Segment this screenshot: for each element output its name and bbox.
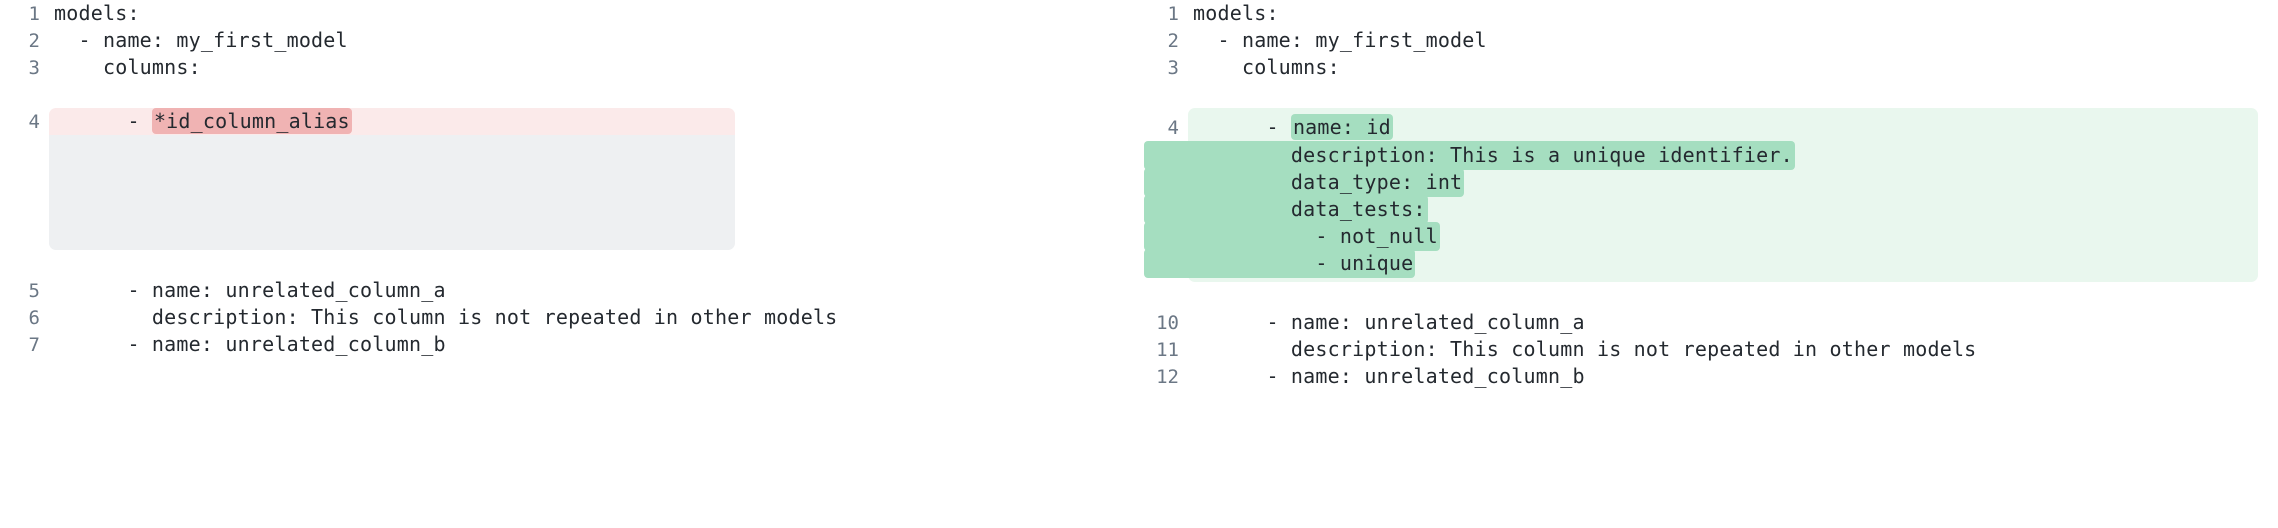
line-content: models: — [1193, 1, 1279, 25]
line-number: 2 — [1167, 30, 1179, 52]
code-line[interactable]: 5 - name: unrelated_column_a — [4, 277, 1139, 304]
line-content: description: This is a unique identifier… — [1144, 141, 2258, 170]
diff-filler-block — [49, 128, 735, 250]
code-line-added[interactable]: 5 description: This is a unique identifi… — [1143, 141, 2258, 170]
line-content: - unique — [1144, 249, 2258, 278]
code-line[interactable]: 12 - name: unrelated_column_b — [1143, 363, 2278, 390]
code-line-added[interactable]: 8 - not_null — [1143, 222, 2258, 251]
added-line-highlight: data_tests: — [1144, 195, 1428, 224]
line-number: 6 — [28, 307, 40, 329]
line-content: columns: — [1193, 55, 1340, 79]
line-content: models: — [54, 1, 140, 25]
line-content: - name: unrelated_column_a — [1193, 310, 1585, 334]
line-number: 4 — [28, 111, 40, 133]
code-line[interactable]: 7 - name: unrelated_column_b — [4, 331, 1139, 358]
line-content: - name: id — [1193, 114, 2258, 141]
code-line[interactable]: 3 columns: — [4, 54, 1139, 81]
block-gap — [4, 81, 1139, 108]
line-content: data_tests: — [1144, 195, 2258, 224]
diff-pane-before: 1 models: 2 - name: my_first_model 3 col… — [4, 0, 1139, 358]
added-line-highlight: description: This is a unique identifier… — [1144, 141, 1795, 170]
removed-word-highlight: *id_column_alias — [151, 108, 352, 134]
line-content: description: This column is not repeated… — [54, 305, 838, 329]
line-number: 4 — [1167, 117, 1179, 139]
code-line[interactable]: 2 - name: my_first_model — [1143, 27, 2278, 54]
code-line[interactable]: 10 - name: unrelated_column_a — [1143, 309, 2278, 336]
code-line-removed[interactable]: 4 - *id_column_alias — [4, 108, 735, 135]
line-number: 1 — [1167, 3, 1179, 25]
diff-pane-after: 1 models: 2 - name: my_first_model 3 col… — [1139, 0, 2278, 528]
line-content: data_type: int — [1144, 168, 2258, 197]
line-number: 10 — [1156, 312, 1179, 334]
line-number: 5 — [28, 280, 40, 302]
code-line-added[interactable]: 6 data_type: int — [1143, 168, 2258, 197]
line-content: - name: my_first_model — [1193, 28, 1487, 52]
code-line[interactable]: 1 models: — [1143, 0, 2278, 27]
code-line-added[interactable]: 4 - name: id — [1143, 114, 2258, 141]
line-content: - name: unrelated_column_b — [54, 332, 446, 356]
line-number: 12 — [1156, 366, 1179, 388]
added-line-highlight: - unique — [1144, 249, 1416, 278]
block-gap — [1143, 282, 2278, 309]
diff-block-removed: 4 - *id_column_alias — [29, 108, 735, 135]
code-line[interactable]: 2 - name: my_first_model — [4, 27, 1139, 54]
line-number: 2 — [28, 30, 40, 52]
line-content: columns: — [54, 55, 201, 79]
line-content: - name: unrelated_column_a — [54, 278, 446, 302]
block-gap — [1143, 81, 2278, 108]
added-line-highlight: data_type: int — [1144, 168, 1465, 197]
line-number: 11 — [1156, 339, 1179, 361]
line-content: - name: unrelated_column_b — [1193, 364, 1585, 388]
line-content: description: This column is not repeated… — [1193, 337, 1977, 361]
code-line[interactable]: 3 columns: — [1143, 54, 2278, 81]
line-number: 3 — [1167, 57, 1179, 79]
line-content: - *id_column_alias — [54, 108, 735, 135]
added-line-highlight: - not_null — [1144, 222, 1440, 251]
code-line-added[interactable]: 7 data_tests: — [1143, 195, 2258, 224]
added-word-highlight: name: id — [1290, 114, 1393, 140]
code-line-added[interactable]: 9 - unique — [1143, 249, 2258, 278]
code-line[interactable]: 1 models: — [4, 0, 1139, 27]
code-line[interactable]: 6 description: This column is not repeat… — [4, 304, 1139, 331]
line-number: 1 — [28, 3, 40, 25]
line-indent-prefix: - — [1193, 115, 1291, 139]
code-line[interactable]: 11 description: This column is not repea… — [1143, 336, 2278, 363]
line-number: 7 — [28, 334, 40, 356]
line-content: - name: my_first_model — [54, 28, 348, 52]
block-gap — [4, 250, 1139, 277]
line-content: - not_null — [1144, 222, 2258, 251]
line-number: 3 — [28, 57, 40, 79]
diff-block-added: 4 - name: id 5 description: This is a un… — [1144, 108, 2258, 282]
line-indent-prefix: - — [54, 109, 152, 133]
